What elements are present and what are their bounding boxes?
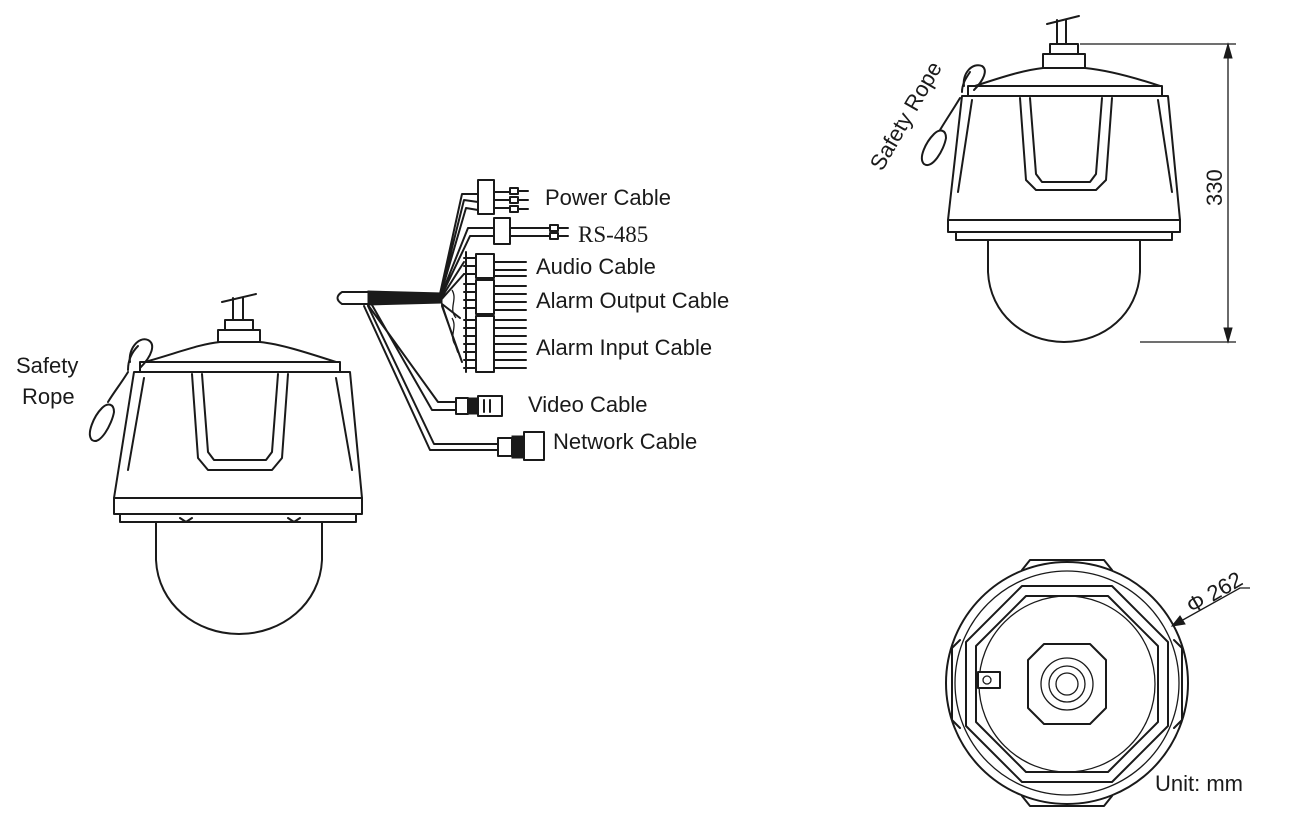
video-cable-label: Video Cable xyxy=(528,392,647,417)
alarm-output-cable-label: Alarm Output Cable xyxy=(536,288,729,313)
top-side-lug xyxy=(977,671,1001,689)
harness-main-sheath xyxy=(367,290,443,306)
rs485-pin-tips xyxy=(557,227,569,237)
right-housing-ribs xyxy=(957,99,1173,193)
power-cable-label: Power Cable xyxy=(545,185,671,210)
top-outer-ring xyxy=(954,570,1180,796)
left-mount-pipe xyxy=(221,293,257,323)
diameter-leader-arrow xyxy=(1170,615,1186,627)
rs485-pin-1 xyxy=(549,224,559,232)
power-pin-2 xyxy=(509,196,519,204)
height-dimension-label: 330 xyxy=(1202,169,1227,206)
harness-break-marks xyxy=(451,289,457,347)
network-connector-body xyxy=(511,435,525,459)
right-mount-nut xyxy=(1049,43,1079,55)
right-base-lip xyxy=(955,231,1173,241)
alarm-input-cable-label: Alarm Input Cable xyxy=(536,335,712,360)
right-bracket-outer xyxy=(1019,97,1113,191)
video-cable-wire xyxy=(367,304,459,411)
alarm-output-terminal-block xyxy=(475,279,495,315)
left-bracket-outer xyxy=(191,373,289,471)
left-camera-side-view: Safety Rope xyxy=(16,293,363,635)
right-dome xyxy=(987,239,1141,343)
video-connector-collar xyxy=(455,397,469,415)
left-base-lip xyxy=(119,513,357,523)
top-center-ring-3 xyxy=(1055,672,1079,696)
audio-cable-label: Audio Cable xyxy=(536,254,656,279)
right-carabiner-top xyxy=(962,64,986,91)
top-bracket-tabs-horizontal xyxy=(951,639,1183,729)
network-connector-head xyxy=(523,431,545,461)
harness-cut-end xyxy=(336,291,369,305)
right-top-rim xyxy=(967,85,1163,97)
left-carabiner-bottom xyxy=(88,403,115,442)
right-rope-wire-lower xyxy=(939,97,961,131)
rs485-wires xyxy=(439,227,495,300)
right-mount-pipe xyxy=(1046,15,1080,45)
left-top-rim xyxy=(139,361,341,373)
power-connector-block xyxy=(477,179,495,215)
power-pin-3 xyxy=(509,205,519,213)
right-carabiner-bottom xyxy=(920,129,947,167)
left-carabiner-top xyxy=(128,338,154,369)
power-wires xyxy=(439,193,479,298)
audio-wires xyxy=(439,261,465,302)
left-mount-nut xyxy=(224,319,254,331)
diameter-leader-line xyxy=(1171,587,1250,627)
video-connector-grip xyxy=(483,399,491,413)
top-center-ring-1 xyxy=(1040,657,1094,711)
left-mount-flange xyxy=(217,329,261,343)
left-safety-rope-label-2: Rope xyxy=(22,384,75,409)
right-base-band xyxy=(947,219,1181,233)
right-bracket-inner xyxy=(1029,97,1103,183)
left-rope-wire-lower xyxy=(107,371,129,403)
cable-harness: Power Cable RS-485 Audio Cable Alarm Out… xyxy=(336,179,729,461)
left-base-band xyxy=(113,497,363,515)
rs485-label: RS-485 xyxy=(578,222,648,247)
unit-label: Unit: mm xyxy=(1155,771,1243,796)
alarm-wires xyxy=(441,303,463,363)
top-center-ring-2 xyxy=(1048,665,1086,703)
rs485-leads xyxy=(509,227,553,237)
network-cable-label: Network Cable xyxy=(553,429,697,454)
left-bracket-inner xyxy=(201,373,279,461)
height-dimension-arrows xyxy=(1223,42,1233,344)
rs485-connector-block xyxy=(493,217,511,245)
alarm-input-terminal-block xyxy=(475,315,495,373)
right-top-cap xyxy=(974,67,1161,87)
terminal-output-wires xyxy=(493,261,527,369)
video-connector-body xyxy=(467,397,479,415)
right-safety-rope-label: Safety Rope xyxy=(865,57,947,174)
left-dome xyxy=(155,521,323,635)
height-dimension-lines xyxy=(1080,43,1236,343)
left-top-cap xyxy=(144,341,337,363)
audio-terminal-block xyxy=(475,253,495,279)
rs485-pin-2 xyxy=(549,232,559,240)
right-mount-flange xyxy=(1042,53,1086,69)
right-housing xyxy=(947,95,1181,221)
diameter-dimension-label: Φ 262 xyxy=(1182,566,1247,618)
left-housing xyxy=(113,371,363,499)
network-connector-collar xyxy=(497,437,513,457)
top-center-octagon xyxy=(1027,643,1107,725)
top-view: Φ 262 Unit: mm xyxy=(945,559,1250,807)
top-side-lug-hole xyxy=(982,675,992,685)
top-bracket-tabs-vertical xyxy=(1021,559,1113,807)
left-safety-rope-label-1: Safety xyxy=(16,353,78,378)
terminal-input-leads xyxy=(463,257,477,369)
left-housing-ribs xyxy=(127,377,353,471)
power-pin-tips xyxy=(517,190,529,210)
network-cable-wire xyxy=(363,305,501,451)
top-octagon-inner xyxy=(975,595,1159,773)
power-pin-1 xyxy=(509,187,519,195)
right-camera-side-view: Safety Rope 330 xyxy=(865,15,1236,344)
